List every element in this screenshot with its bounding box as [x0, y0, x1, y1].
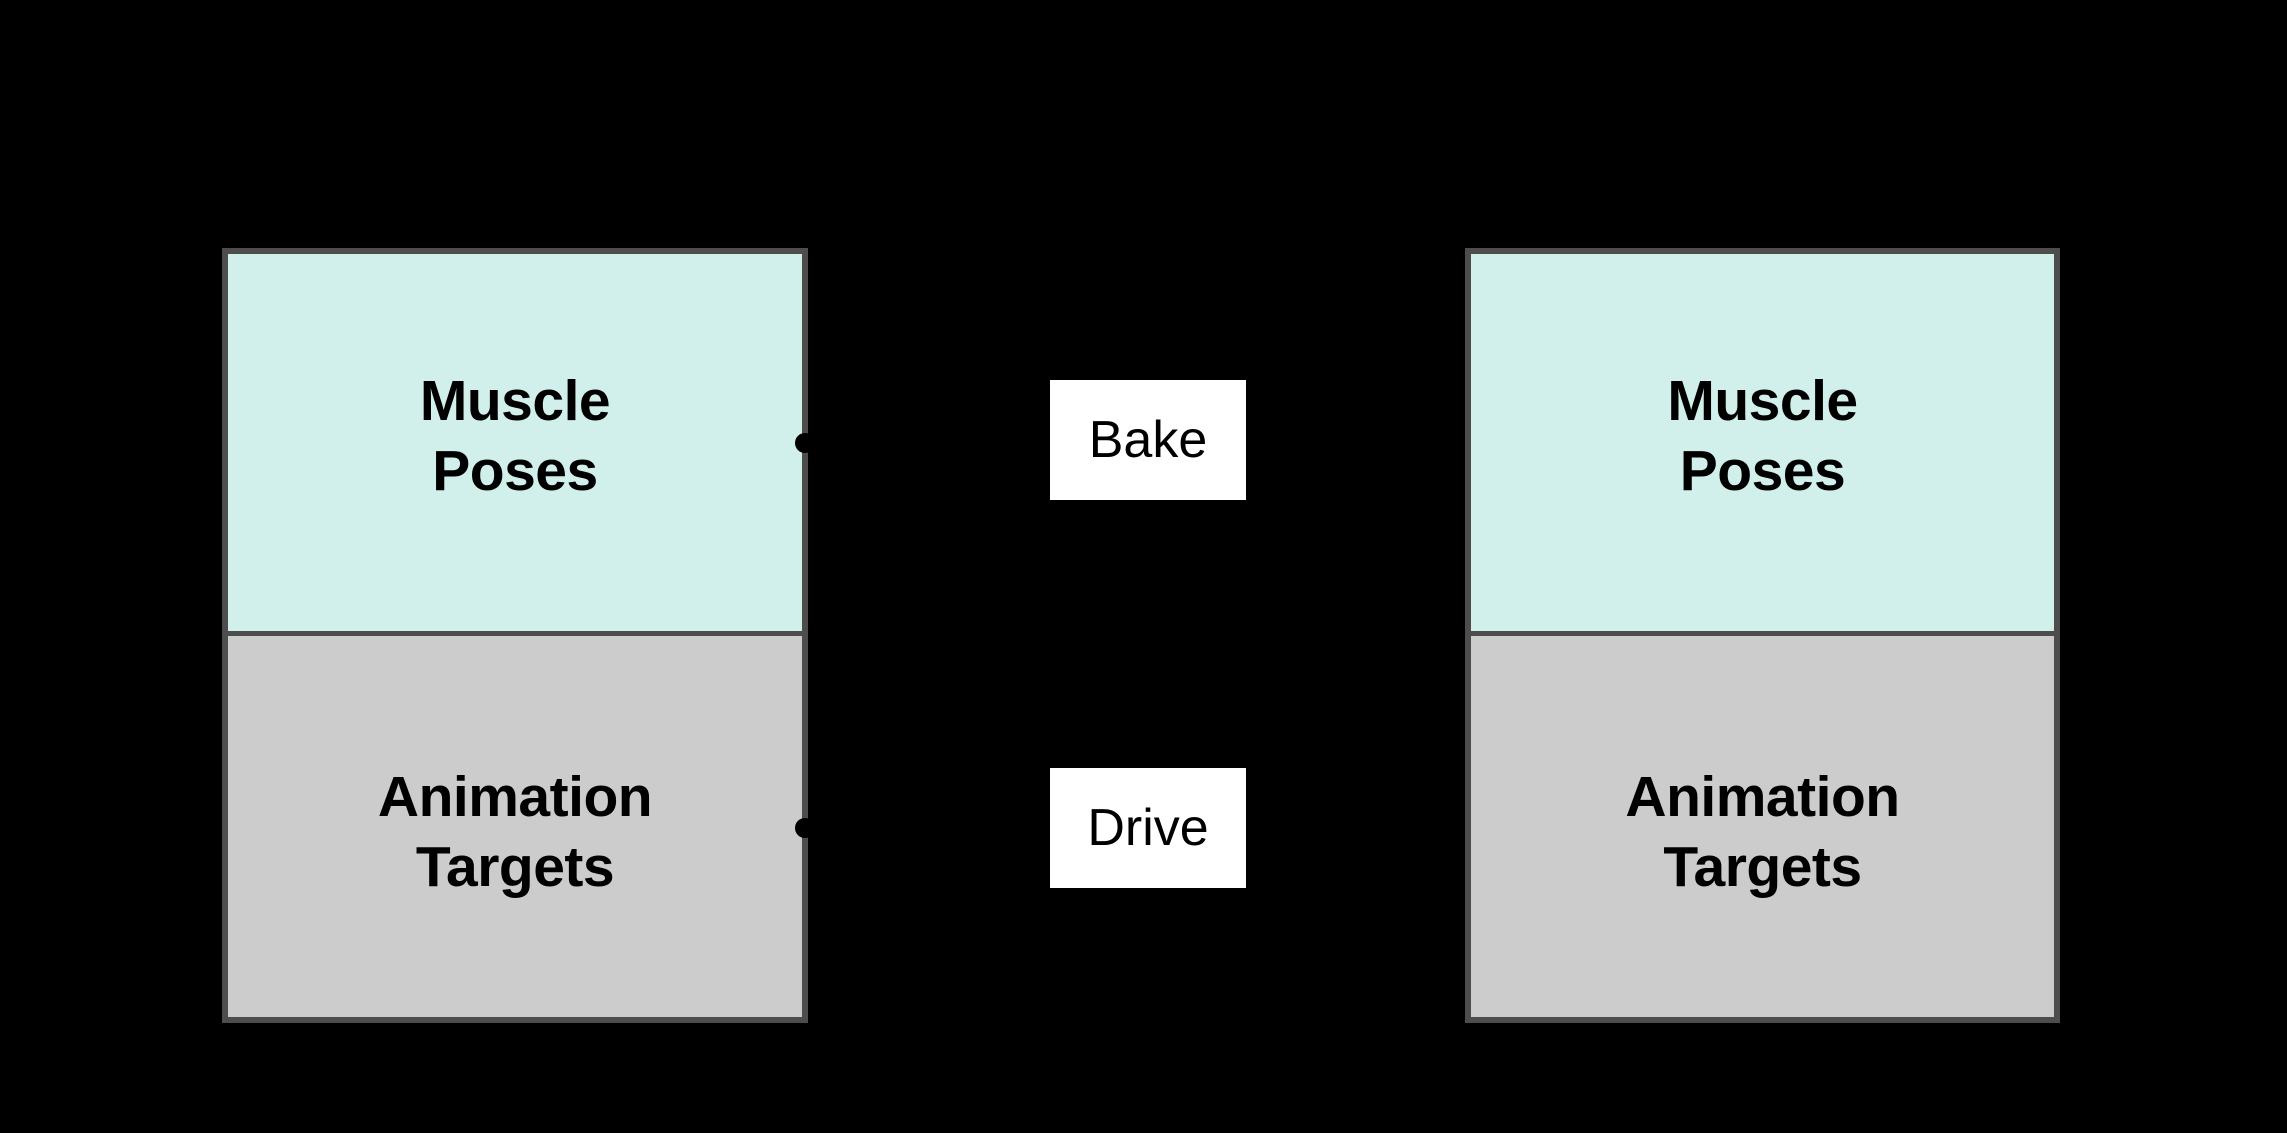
edge-label-text: Bake — [1088, 411, 1208, 469]
edge-label-drive[interactable]: Drive — [1050, 768, 1246, 888]
edge-label-bake[interactable]: Bake — [1050, 380, 1246, 500]
bake-edge-source-endpoint — [795, 433, 815, 453]
drive-edge-source-endpoint — [795, 818, 815, 838]
edge-label-text: Drive — [1087, 799, 1209, 857]
